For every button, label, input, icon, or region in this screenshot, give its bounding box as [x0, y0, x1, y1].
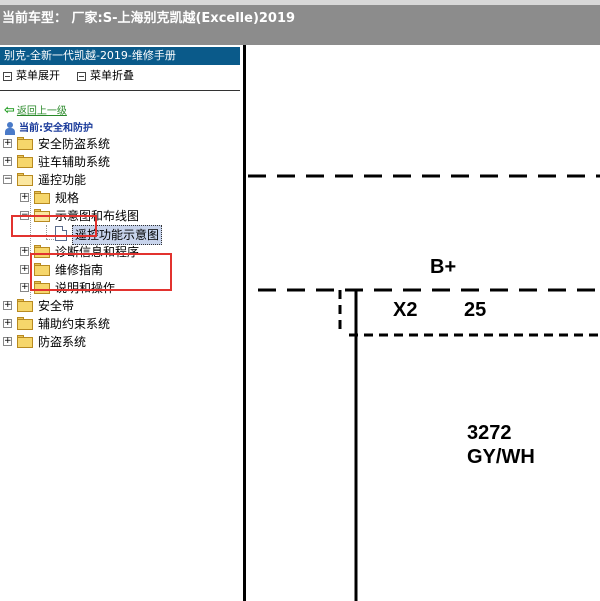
- tree-item-label: 辅助约束系统: [38, 317, 111, 331]
- document-icon: [55, 226, 67, 241]
- tree-item-label: 安全带: [38, 299, 75, 313]
- tree-item-description-operation[interactable]: + 说明和操作: [0, 279, 240, 297]
- user-icon: [4, 121, 16, 135]
- tree-item-label: 说明和操作: [55, 281, 116, 295]
- wire-color: GY/WH: [467, 446, 535, 468]
- open-folder-icon: [17, 173, 33, 186]
- pane-splitter[interactable]: [243, 45, 246, 601]
- folder-icon: [34, 281, 50, 294]
- tree-item-antitheft[interactable]: + 防盗系统: [0, 333, 240, 351]
- connector-label: X2: [393, 299, 418, 321]
- collapse-menu-label: 菜单折叠: [90, 69, 134, 82]
- folder-icon: [34, 245, 50, 258]
- supply-label: B+: [430, 256, 457, 278]
- tree-toolbar: 菜单展开 菜单折叠: [0, 65, 240, 87]
- collapse-menu-button[interactable]: 菜单折叠: [77, 65, 134, 87]
- folder-icon: [17, 155, 33, 168]
- tree-item-label: 防盗系统: [38, 335, 87, 349]
- tree-item-remote-function[interactable]: − 遥控功能: [0, 171, 240, 189]
- collapse-box-icon: [3, 71, 12, 81]
- tree-guide-line: [46, 239, 54, 240]
- title-bar: 当前车型： 厂家:S-上海别克凯越(Excelle)2019: [0, 0, 600, 45]
- tree-item-security-antitheft[interactable]: + 安全防盗系统: [0, 135, 240, 153]
- tree-item-label: 遥控功能: [38, 173, 87, 187]
- expand-icon[interactable]: +: [20, 192, 29, 202]
- back-arrow-icon: ⇦: [4, 103, 15, 118]
- collapse-icon[interactable]: −: [3, 174, 12, 184]
- tree-guide-line: [46, 225, 47, 239]
- expand-icon[interactable]: +: [20, 282, 29, 292]
- tree-item-diagnostics[interactable]: + 诊断信息和程序: [0, 243, 240, 261]
- collapse-box-icon: [77, 71, 86, 81]
- expand-icon[interactable]: +: [20, 246, 29, 256]
- expand-icon[interactable]: +: [3, 336, 12, 346]
- back-link[interactable]: ⇦返回上一级: [4, 102, 67, 118]
- tree-guide-line: [30, 189, 31, 299]
- tree-item-repair-guide[interactable]: + 维修指南: [0, 261, 240, 279]
- diagram-lines: [248, 174, 600, 601]
- toolbar-divider: [0, 90, 240, 91]
- tree-item-label: 遥控功能示意图: [72, 225, 163, 245]
- highlight-box: [11, 215, 97, 237]
- current-label: 当前:安全和防护: [19, 123, 93, 134]
- expand-icon[interactable]: +: [3, 300, 12, 310]
- tree-item-label: 示意图和布线图: [55, 209, 140, 223]
- folder-icon: [17, 137, 33, 150]
- wiring-diagram: B+ X2 25 3272 GY/WH: [246, 45, 600, 601]
- vehicle-title: 当前车型： 厂家:S-上海别克凯越(Excelle)2019: [2, 11, 296, 26]
- tree-item-remote-schematic[interactable]: 遥控功能示意图: [0, 225, 240, 245]
- tree-item-label: 诊断信息和程序: [55, 245, 140, 259]
- folder-icon: [17, 335, 33, 348]
- manual-title: 别克-全新一代凯越-2019-维修手册: [0, 47, 240, 65]
- folder-icon: [17, 299, 33, 312]
- tree-item-specifications[interactable]: + 规格: [0, 189, 240, 207]
- expand-icon[interactable]: +: [3, 318, 12, 328]
- tree-item-label: 安全防盗系统: [38, 137, 111, 151]
- tree-item-label: 驻车辅助系统: [38, 155, 111, 169]
- highlight-box: [30, 253, 172, 291]
- pin-label: 25: [464, 299, 487, 321]
- tree-item-label: 规格: [55, 191, 80, 205]
- expand-menu-label: 菜单展开: [16, 69, 60, 82]
- tree-item-parking-assist[interactable]: + 驻车辅助系统: [0, 153, 240, 171]
- circuit-number: 3272: [467, 422, 512, 444]
- current-location: 当前:安全和防护: [4, 119, 93, 135]
- expand-icon[interactable]: +: [3, 138, 12, 148]
- expand-icon[interactable]: +: [3, 156, 12, 166]
- navigation-panel: 别克-全新一代凯越-2019-维修手册 菜单展开 菜单折叠 ⇦返回上一级 当前:…: [0, 45, 243, 601]
- tree-item-label: 维修指南: [55, 263, 104, 277]
- folder-icon: [34, 191, 50, 204]
- back-label: 返回上一级: [16, 106, 67, 117]
- folder-icon: [17, 317, 33, 330]
- expand-icon[interactable]: +: [20, 264, 29, 274]
- tree-item-seatbelts[interactable]: + 安全带: [0, 297, 240, 315]
- folder-icon: [34, 263, 50, 276]
- tree-item-restraints[interactable]: + 辅助约束系统: [0, 315, 240, 333]
- expand-menu-button[interactable]: 菜单展开: [3, 65, 60, 87]
